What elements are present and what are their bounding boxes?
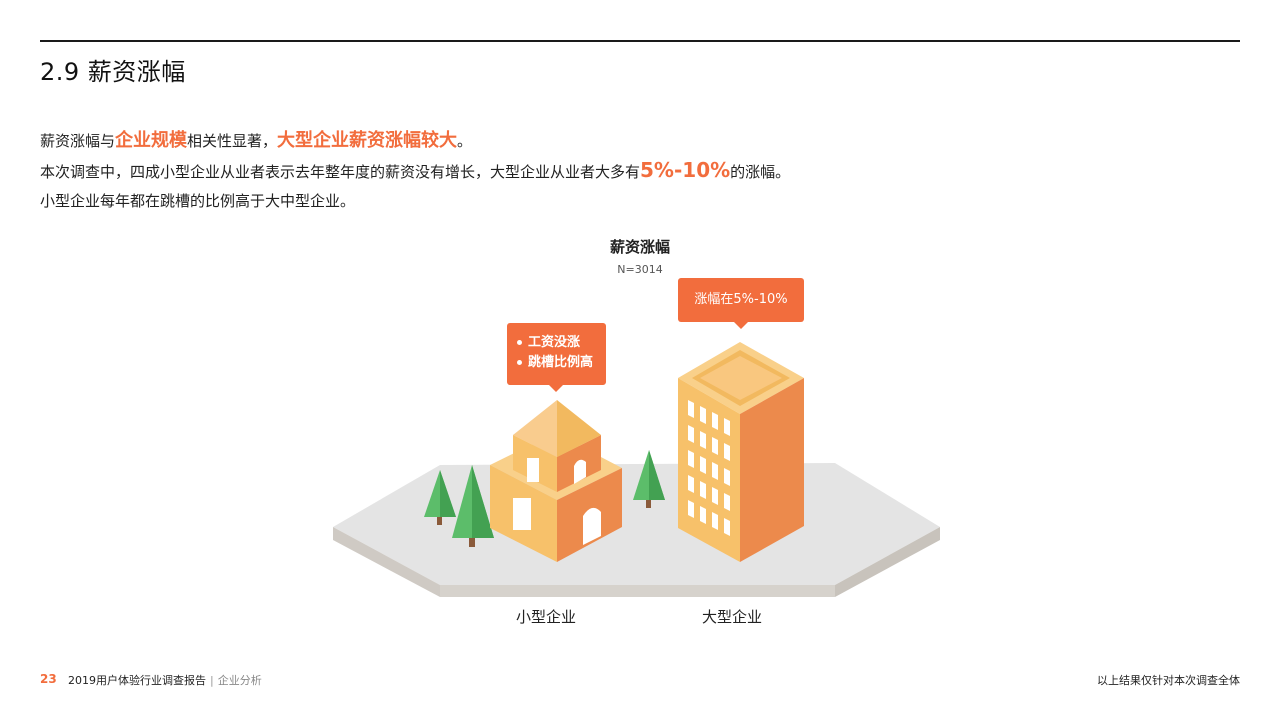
bullet-icon (517, 340, 522, 345)
callout-item: 工资没涨 (528, 335, 581, 350)
top-rule (40, 40, 1240, 42)
large-enterprise-callout: 涨幅在5%-10% (678, 278, 804, 322)
highlight-enterprise-size: 企业规模 (115, 130, 188, 151)
footer-separator: | (210, 674, 214, 687)
description-line-3: 小型企业每年都在跳槽的比例高于大中型企业。 (40, 192, 356, 210)
chart-title: 薪资涨幅 (609, 238, 670, 256)
chart-sample-size: N=3014 (617, 263, 663, 276)
section-name: 企业分析 (217, 674, 262, 687)
tree-icon (424, 470, 456, 525)
description-line-2: 本次调查中，四成小型企业从业者表示去年整年度的薪资没有增长，大型企业从业者大多有… (40, 158, 791, 182)
callout-pointer (548, 384, 564, 392)
callout-item: 跳槽比例高 (528, 355, 594, 370)
highlight-large-enterprise: 大型企业薪资涨幅较大 (277, 130, 458, 151)
platform (333, 463, 940, 597)
small-enterprise-label: 小型企业 (516, 608, 577, 626)
report-name: 2019用户体验行业调查报告 (68, 674, 206, 687)
tree-icon (633, 450, 665, 508)
bullet-icon (517, 360, 522, 365)
footer-note: 以上结果仅针对本次调查全体 (1097, 674, 1240, 687)
callout-pointer (733, 321, 749, 329)
highlight-percent: 5%-10% (640, 158, 731, 182)
large-enterprise-label: 大型企业 (702, 608, 763, 626)
small-enterprise-callout: 工资没涨 跳槽比例高 (507, 323, 606, 385)
tree-icon (452, 465, 494, 547)
description-line-1: 薪资涨幅与企业规模相关性显著，大型企业薪资涨幅较大。 (40, 130, 473, 151)
isometric-illustration (333, 342, 940, 597)
description: 薪资涨幅与企业规模相关性显著，大型企业薪资涨幅较大。 本次调查中，四成小型企业从… (40, 126, 790, 216)
footer-report: 2019用户体验行业调查报告 |企业分析 (68, 672, 262, 688)
page-title: 2.9 薪资涨幅 (40, 58, 186, 86)
large-building (678, 342, 804, 562)
page-number: 23 (40, 672, 57, 686)
small-building (490, 400, 622, 562)
